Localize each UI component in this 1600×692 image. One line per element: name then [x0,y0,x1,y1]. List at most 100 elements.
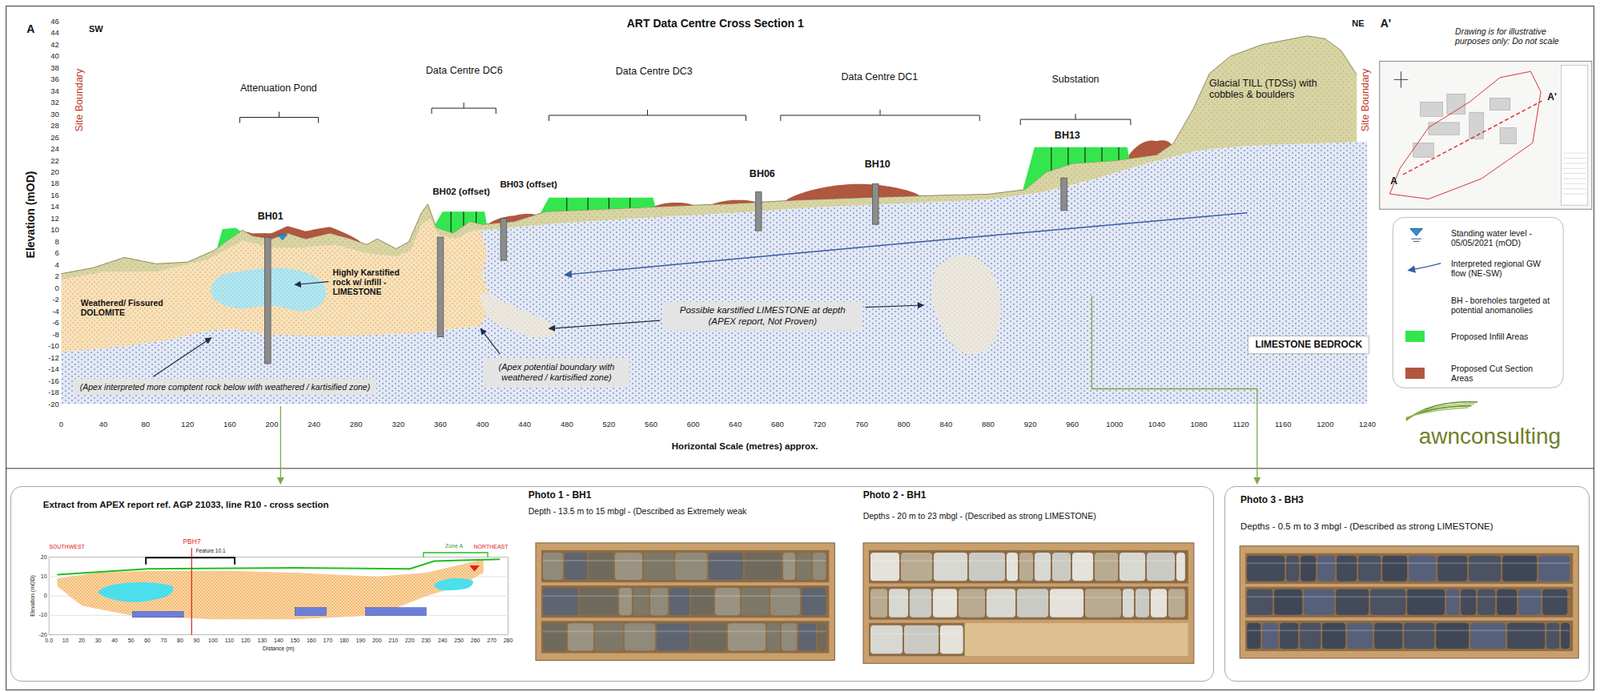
axis-tick: 160 [306,637,317,644]
axis-tick: 560 [643,420,660,430]
north-arrow [1394,71,1409,88]
axis-tick: -6 [52,318,59,328]
legend-swatch [1405,367,1425,379]
rock-core [781,623,797,651]
apex-ground-line [56,558,500,575]
callout-box: (Apex potential boundary with weathered … [483,357,630,387]
core-highlight [1246,629,1570,632]
zone-bracket [549,109,747,121]
node-text: Depths - 0.5 m to 3 mbgl - (Described as… [1240,521,1589,533]
axis-title: Elevation (mOD) [29,574,37,617]
axis-tick: 600 [685,420,702,430]
rock-core [796,552,812,580]
rock-core [798,623,817,651]
apex-competent-rock [365,607,427,616]
rock-core [1094,552,1118,581]
axis-tick: 120 [179,420,196,430]
direction-label: NORTHEAST [474,543,509,551]
axis-tick: 1120 [1230,420,1251,430]
axis-tick: 40 [50,52,60,61]
map-building [1420,101,1444,117]
legend-text: Proposed Cut Section Areas [1451,363,1554,383]
apex-competent-rock [132,611,184,618]
core-box-frame [1239,546,1579,659]
axis-tick: 30 [95,637,102,644]
borehole-marker-line [191,547,193,635]
rock-core [1407,589,1445,616]
axis-tick: 80 [139,420,152,430]
infill-grid-line [1050,147,1052,171]
water-level-symbol [277,234,288,241]
axis-tick: 250 [454,637,464,644]
core-highlight [870,632,964,635]
rock-core [1246,623,1261,649]
axis-tick: 480 [558,420,575,430]
axis-tick: 36 [50,75,60,85]
axis-tick: 18 [50,179,60,189]
map-building [1447,93,1466,114]
core-slot-empty [964,623,1189,656]
axis-tick: 800 [896,420,913,430]
callout-box: Possible karstified LIMESTONE at depth (… [663,301,862,331]
frame-divider [6,467,1595,469]
rock-core [691,623,727,651]
axis-tick: 680 [769,420,786,430]
rock-core [1049,588,1084,617]
rock-core [1470,623,1506,649]
geology-label: Glacial TILL (TDSs) with cobbles & bould… [1209,77,1330,101]
rock-core [767,623,780,651]
map-title-line [1563,183,1586,185]
map-building [1469,112,1484,139]
zone-bracket [1020,113,1131,125]
apex-karst-zone [98,582,174,603]
map-title-line [1563,162,1586,164]
leader-arrow [549,320,661,329]
drawing-frame [6,6,1595,691]
zone-bracket [423,552,488,558]
borehole-label: BH01 [257,210,284,222]
zone-bracket [431,102,496,114]
rock-core [1370,589,1406,616]
rock-core [770,587,800,616]
borehole-label: BH10 [864,158,891,170]
axis-tick: 30 [50,109,60,119]
axis-tick: 220 [405,637,415,644]
region-label-box: LIMESTONE BEDROCK [1247,335,1370,354]
axis-tick: 0.0 [44,637,53,644]
axis-tick: 6 [55,249,60,258]
geology-label: Weathered/ Fissured DOLOMITE [80,297,181,318]
rock-core [1336,555,1357,582]
axis-tick: 720 [812,420,829,430]
axis-tick: 400 [474,420,491,430]
axis-tick: 16 [50,190,60,200]
map-title-line [1563,157,1586,159]
rock-core [1518,589,1541,616]
rock-core [1246,589,1273,616]
core-box-photo [535,542,835,661]
rock-core [1460,589,1476,616]
axis-tick: 22 [50,156,60,165]
node-heading: (Apex potential boundary with weathered … [490,361,624,383]
rock-core [1496,589,1517,616]
photo-link-line [280,406,282,484]
axis-tick: -12 [48,353,60,362]
rock-core [1119,552,1146,581]
axis-tick: 760 [853,420,870,430]
rock-core [567,623,594,651]
rock-core [940,625,964,654]
inset-letter: A [1390,176,1398,188]
axis-tick: -16 [48,376,60,386]
borehole-bar [1061,177,1068,211]
borehole-bar [500,218,507,261]
rock-core [904,625,939,654]
infill-grid-line [462,211,464,226]
rock-core [986,588,1016,617]
rock-core [643,552,674,580]
rock-core [870,625,903,654]
zone-label: Attenuation Pond [240,81,318,93]
axis-tick: 24 [50,144,60,154]
rock-core [669,587,690,616]
rock-core [741,587,769,616]
photo-link-line [1091,296,1257,484]
